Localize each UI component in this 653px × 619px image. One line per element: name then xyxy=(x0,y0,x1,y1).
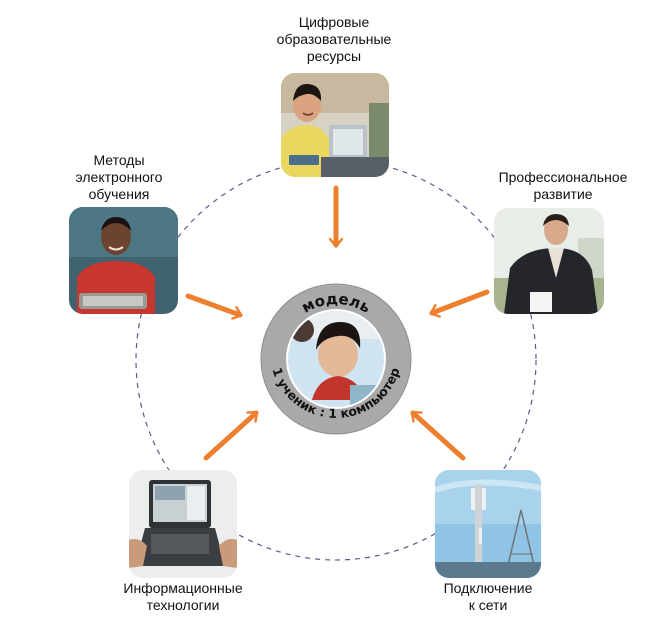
arrow-from-bottom-right xyxy=(410,410,466,461)
label-line: Информационные xyxy=(123,580,243,596)
label-digital-resources: Цифровые образовательные ресурсы xyxy=(246,14,422,65)
label-line: Цифровые xyxy=(298,14,370,30)
label-line: Методы xyxy=(93,152,145,168)
label-line: развитие xyxy=(533,186,593,202)
label-line: ресурсы xyxy=(306,48,362,64)
label-information-technology: Информационные технологии xyxy=(100,580,266,614)
arrow-from-right xyxy=(429,289,490,318)
label-line: к сети xyxy=(468,597,508,613)
label-line: обучения xyxy=(88,186,150,202)
label-line: Подключение xyxy=(443,580,533,596)
arrows xyxy=(185,185,490,461)
label-line: технологии xyxy=(146,597,220,613)
arrow-from-left xyxy=(185,293,243,320)
center-medallion: модель 1 ученик : 1 компьютер xyxy=(260,283,412,435)
photo-elearning-methods xyxy=(69,207,178,314)
label-professional-development: Профессиональное развитие xyxy=(480,169,646,203)
photo-information-technology xyxy=(129,470,237,578)
label-elearning-methods: Методы электронного обучения xyxy=(46,152,192,203)
photo-digital-resources xyxy=(281,73,389,177)
label-network-connection: Подключение к сети xyxy=(418,580,558,614)
label-line: электронного xyxy=(75,169,163,185)
label-line: Профессиональное xyxy=(498,169,628,185)
arrow-from-bottom-left xyxy=(203,410,259,461)
photo-network-connection xyxy=(435,470,541,578)
label-line: образовательные xyxy=(276,31,392,47)
photo-professional-development xyxy=(494,208,604,314)
